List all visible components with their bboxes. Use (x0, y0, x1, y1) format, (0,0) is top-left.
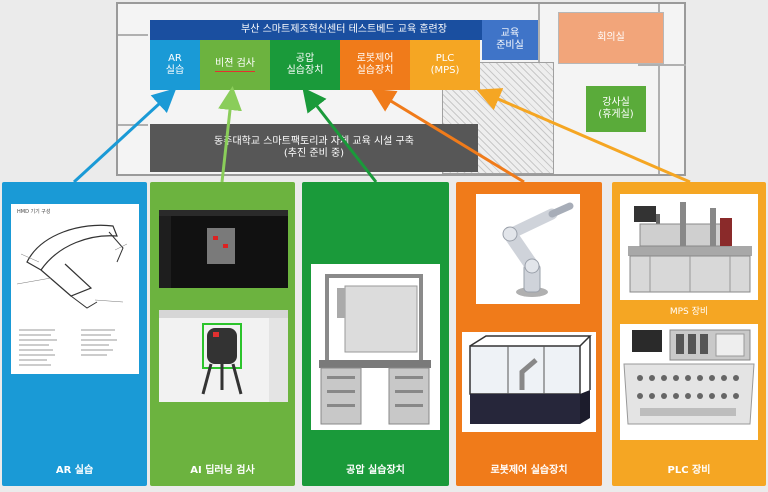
zone-vision: 비젼 검사 (200, 40, 270, 90)
zone-robot-label: 로봇제어 실습장치 (356, 52, 394, 77)
zone-future-facility-label: 동주대학교 스마트팩토리과 자체 교육 시설 구축 (추진 준비 중) (214, 135, 414, 160)
ar-hmd-diagram: HMD 기기 구성 (11, 204, 139, 374)
zone-meeting: 회의실 (558, 12, 664, 64)
robot-arm-photo (476, 194, 580, 304)
inspection-target (207, 228, 235, 264)
zone-lounge: 강사실 (휴게실) (586, 86, 646, 132)
zone-meeting-label: 회의실 (597, 31, 625, 43)
panel-pneumatic-label: 공압 실습장치 (346, 465, 405, 476)
pneumatic-station-photo (311, 264, 440, 430)
robot-arm-icon (502, 202, 574, 297)
zone-edu-prep-label: 교육 준비실 (496, 27, 524, 52)
robot-cell-photo (462, 332, 596, 432)
panel-ai: AI 딥러닝 검사 (150, 182, 295, 486)
ar-doc-title: HMD 기기 구성 (17, 209, 51, 215)
zone-lounge-label: 강사실 (휴게실) (598, 96, 634, 121)
panel-robot-label: 로봇제어 실습장치 (490, 465, 568, 476)
zone-vision-label: 비젼 검사 (215, 58, 255, 72)
pneumatic-station-icon (319, 274, 431, 425)
robot-cell-icon (469, 335, 592, 424)
floorplan-title: 부산 스마트제조혁신센터 테스트베드 교육 훈련장 (150, 20, 538, 40)
hmd-device-icon (16, 224, 128, 366)
panel-plc: MPS 장비 PLC 장비 (612, 182, 766, 486)
zone-pneumatic: 공압 실습장치 (270, 40, 340, 90)
panel-pneumatic: 공압 실습장치 (302, 182, 449, 486)
zone-ar: AR 실습 (150, 40, 200, 90)
mps-equipment-icon (628, 202, 752, 293)
mps-label: MPS 장비 (669, 307, 709, 317)
panel-ar: HMD 기기 구성 AR 실습 (2, 182, 147, 486)
zone-pneumatic-label: 공압 실습장치 (286, 52, 324, 77)
panel-plc-label: PLC 장비 (667, 465, 711, 476)
zone-future-facility: 동주대학교 스마트팩토리과 자체 교육 시설 구축 (추진 준비 중) (150, 124, 478, 172)
ai-screen-top (159, 210, 288, 288)
panel-ar-label: AR 실습 (55, 465, 94, 476)
ai-screen-bottom (159, 310, 288, 402)
panel-robot: 로봇제어 실습장치 (456, 182, 602, 486)
plc-trainer-icon (623, 329, 755, 425)
zone-plc: PLC (MPS) (410, 40, 480, 90)
zone-ar-label: AR 실습 (165, 52, 185, 77)
plc-equipment-photo (620, 324, 758, 440)
zone-robot: 로봇제어 실습장치 (340, 40, 410, 90)
mps-equipment-photo (620, 194, 758, 300)
chair-part-icon (201, 323, 243, 395)
zone-edu-prep: 교육 준비실 (482, 20, 538, 60)
panel-ai-label: AI 딥러닝 검사 (190, 465, 255, 476)
zone-plc-label: PLC (MPS) (430, 52, 460, 77)
